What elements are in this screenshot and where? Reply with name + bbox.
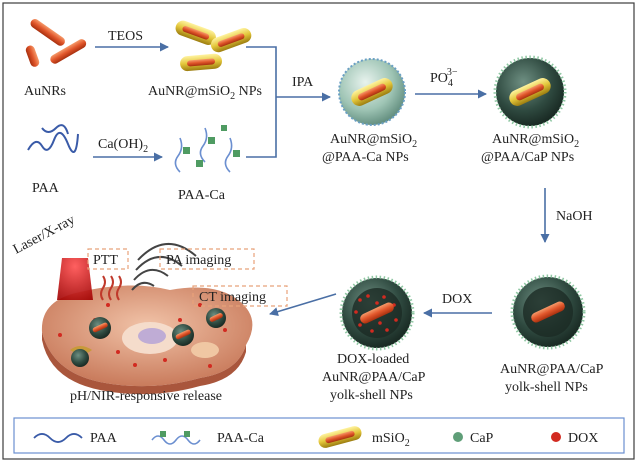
yolk-shell-np-icon [510, 274, 586, 350]
legend-box [13, 417, 625, 454]
paa-ca-chain-icon [151, 431, 201, 445]
ptt-label: PTT [93, 253, 118, 268]
aunr-msio2-label: AuNR@mSiO2 NPs [148, 84, 262, 102]
laser-label: Laser/X-ray [11, 213, 78, 258]
msio2-rod-icon [318, 426, 362, 448]
tumor-cell-icon [41, 285, 253, 395]
paa-ca-np-label-1: AuNR@mSiO2 [330, 132, 417, 150]
paa-label: PAA [32, 181, 60, 196]
aunrs-label: AuNRs [24, 84, 66, 99]
paa-chain-icon [33, 433, 83, 443]
cap-dot-icon [453, 432, 463, 442]
legend-paa-label: PAA [90, 431, 118, 446]
merge-line-bottom [246, 97, 277, 158]
paa-ca-np-label-2: @PAA-Ca NPs [322, 150, 409, 165]
yolk-shell-label-1: AuNR@PAA/CaP [500, 362, 604, 377]
cap-np-icon [493, 55, 567, 129]
dox-loaded-np-icon [339, 275, 415, 351]
ipa-label: IPA [292, 75, 314, 90]
legend-msio2-label: mSiO2 [372, 431, 410, 449]
naoh-label: NaOH [556, 209, 593, 224]
yolk-shell-label-2: yolk-shell NPs [505, 380, 588, 395]
dox-loaded-label-3: yolk-shell NPs [330, 388, 413, 403]
legend-paa-ca-label: PAA-Ca [217, 431, 265, 446]
po4-label: PO43− [430, 67, 458, 89]
dox-loaded-label-1: DOX-loaded [337, 352, 409, 367]
legend-dox-label: DOX [568, 431, 598, 446]
dox-dot-icon [551, 432, 561, 442]
paa-ca-np-icon [338, 58, 406, 126]
paa-ca-label: PAA-Ca [178, 188, 226, 203]
signal-arc-icon [131, 242, 197, 291]
aunrs-icon [25, 19, 87, 67]
aunr-msio2-icon [175, 20, 252, 72]
cap-np-label-2: @PAA/CaP NPs [481, 150, 574, 165]
caoh-label: Ca(OH)2 [98, 137, 148, 155]
release-label: pH/NIR-responsive release [70, 389, 222, 404]
teos-label: TEOS [108, 29, 143, 44]
pa-imaging-label: PA imaging [166, 253, 231, 268]
to-cell-arrow [269, 293, 337, 316]
ct-imaging-box [192, 285, 288, 307]
merge-line-top [246, 46, 277, 97]
ptt-box [87, 248, 129, 270]
legend-cap-label: CaP [470, 431, 494, 446]
ct-imaging-label: CT imaging [199, 290, 266, 305]
laser-beam-icon [57, 258, 93, 300]
paa-chain-icon [27, 124, 79, 153]
heat-wave-icon [100, 275, 122, 301]
dox-loaded-label-2: AuNR@PAA/CaP [322, 370, 426, 385]
paa-ca-icon [174, 125, 240, 173]
dox-label: DOX [442, 292, 472, 307]
pa-imaging-box [159, 248, 255, 270]
cap-np-label-1: AuNR@mSiO2 [492, 132, 579, 150]
